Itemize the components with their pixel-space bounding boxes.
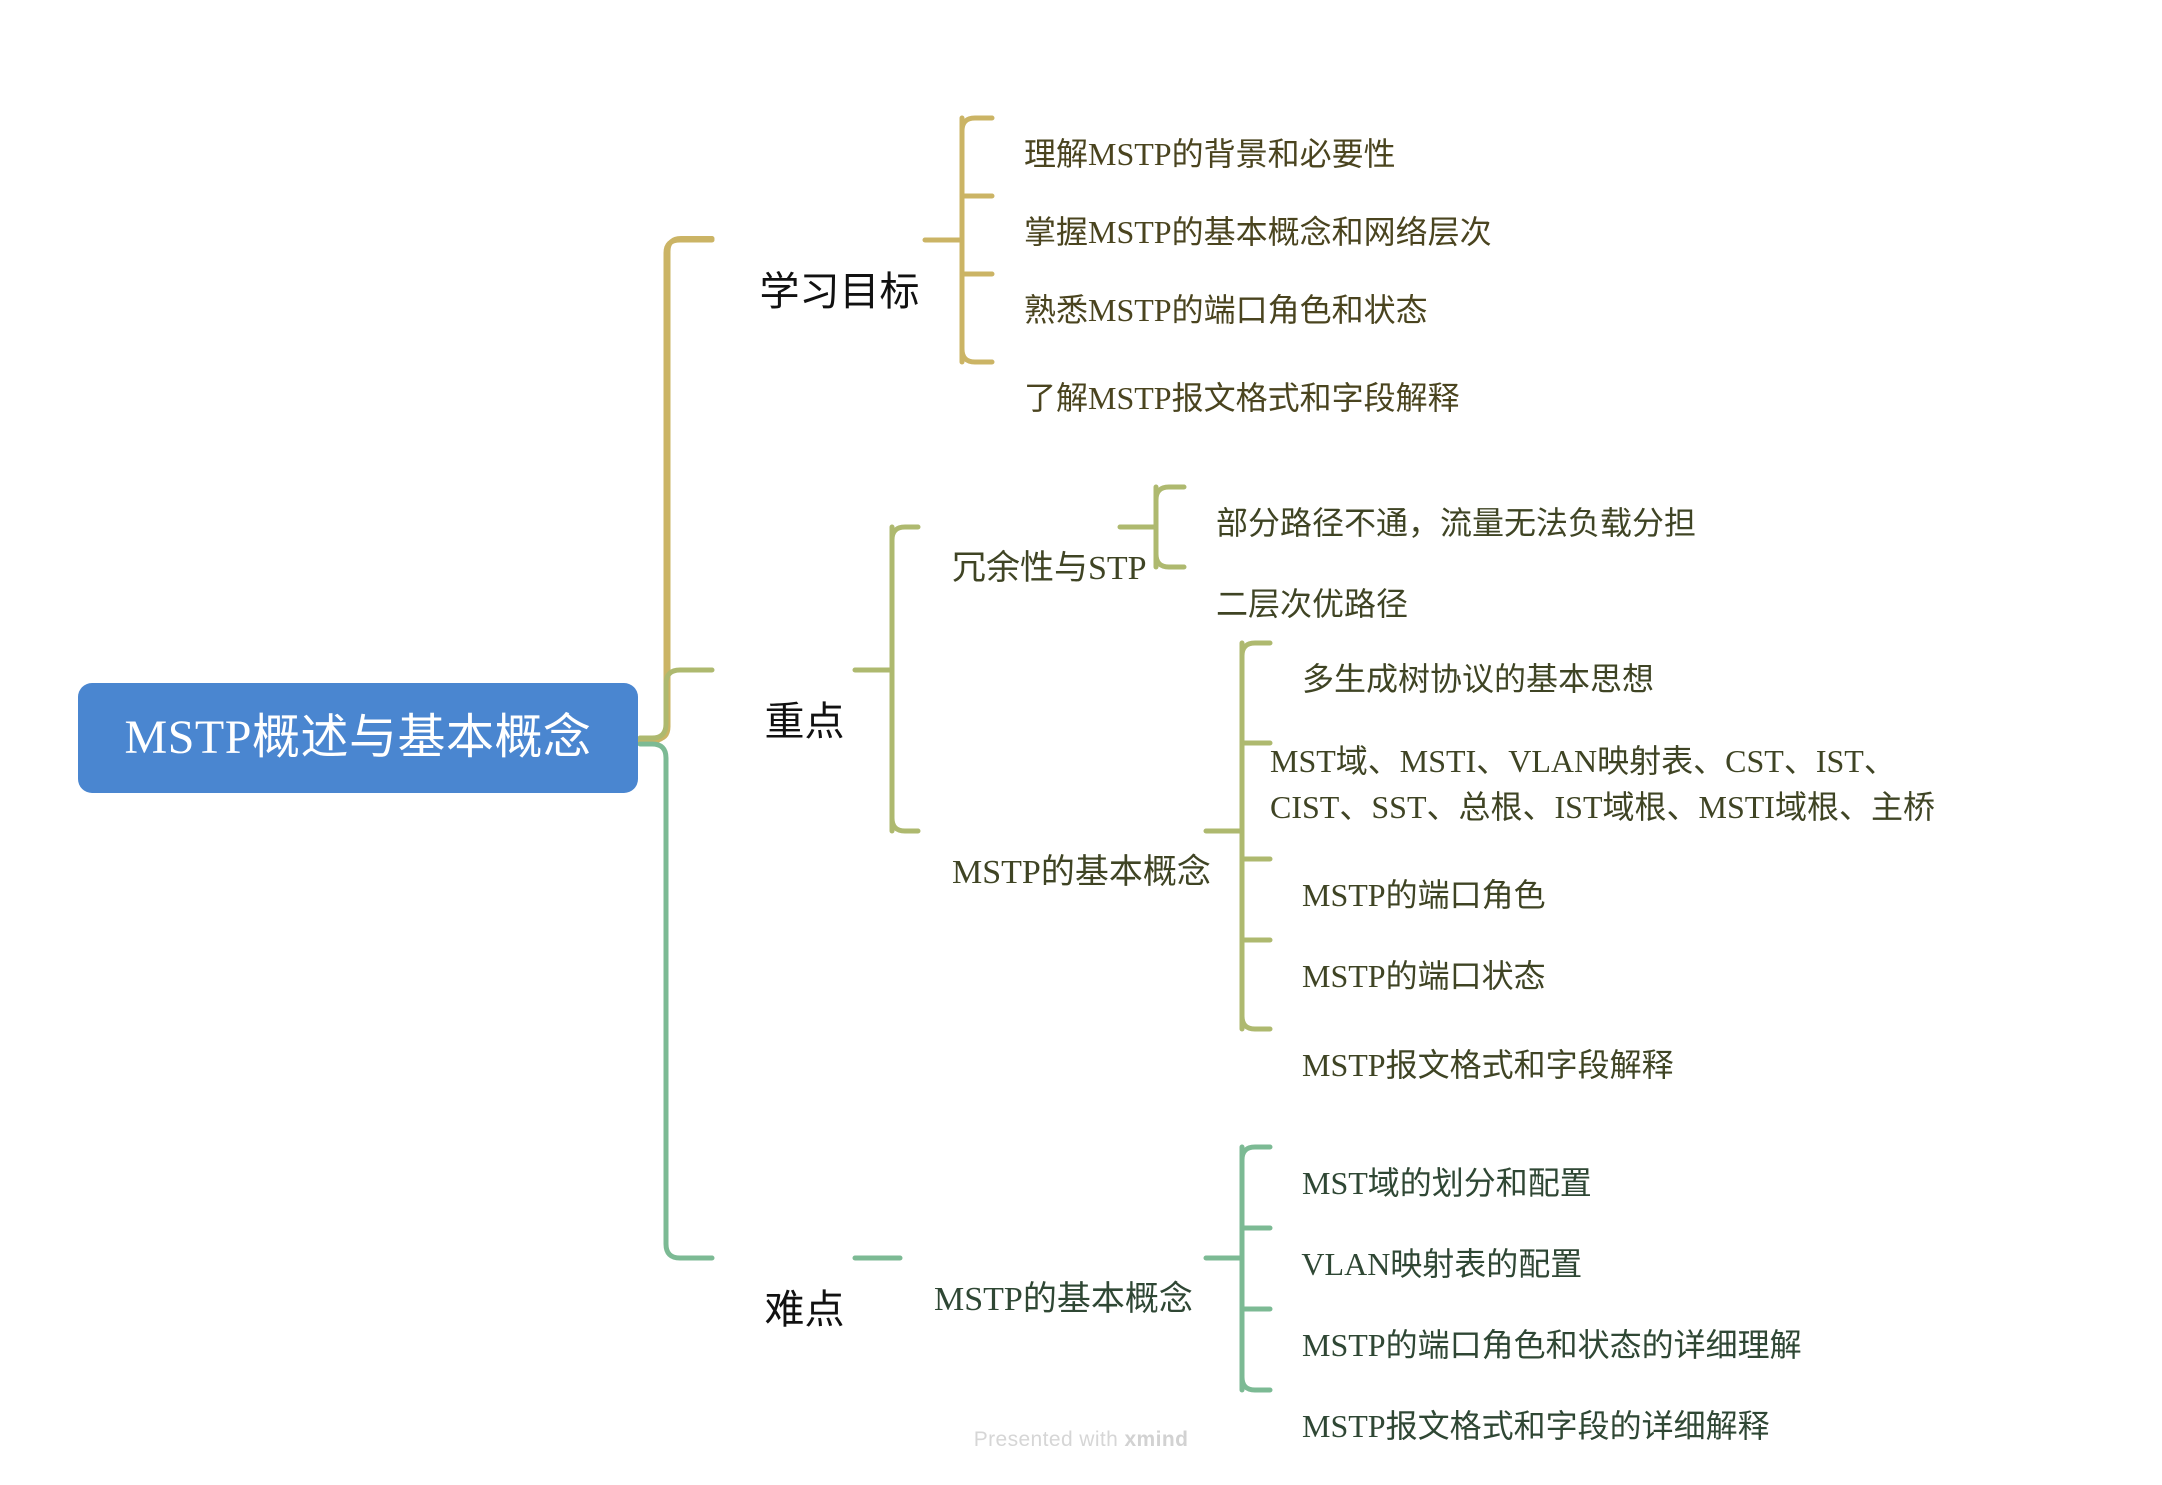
branch-label: 学习目标 bbox=[759, 269, 920, 315]
leaf-label: 熟悉MSTP的端口角色和状态 bbox=[1024, 291, 1428, 328]
topic-label: MSTP的基本概念 bbox=[934, 1280, 1193, 1318]
topic-redundancy-stp[interactable]: 冗余性与STP bbox=[918, 503, 1147, 634]
leaf-label: VLAN映射表的配置 bbox=[1301, 1245, 1583, 1282]
leaf-key-concept-1[interactable]: 多生成树协议的基本思想 bbox=[1270, 618, 1654, 741]
leaf-label: MSTP报文格式和字段的详细解释 bbox=[1302, 1407, 1770, 1444]
leaf-label: 了解MSTP报文格式和字段解释 bbox=[1024, 379, 1460, 416]
leaf-redundancy-2[interactable]: 二层次优路径 bbox=[1184, 543, 1408, 666]
leaf-difficulty-4[interactable]: MSTP报文格式和字段的详细解释 bbox=[1270, 1365, 1770, 1485]
root-label: MSTP概述与基本概念 bbox=[124, 711, 592, 765]
leaf-key-concept-3[interactable]: MSTP的端口角色 bbox=[1270, 834, 1546, 957]
leaf-key-concept-5[interactable]: MSTP报文格式和字段解释 bbox=[1270, 1004, 1674, 1127]
branch-title-key-points[interactable]: 重点 bbox=[712, 645, 857, 799]
leaf-label: MSTP的端口状态 bbox=[1302, 957, 1546, 994]
branch-title-difficulties[interactable]: 难点 bbox=[712, 1233, 857, 1387]
leaf-objective-4[interactable]: 了解MSTP报文格式和字段解释 bbox=[992, 337, 1460, 460]
branch-title-learning-objectives[interactable]: 学习目标 bbox=[712, 215, 927, 369]
leaf-label: 二层次优路径 bbox=[1216, 585, 1409, 622]
leaf-label: MSTP的端口角色 bbox=[1302, 876, 1546, 913]
root-node[interactable]: MSTP概述与基本概念 bbox=[78, 683, 638, 793]
leaf-key-concept-4[interactable]: MSTP的端口状态 bbox=[1270, 915, 1546, 1038]
leaf-difficulty-2[interactable]: VLAN映射表的配置 bbox=[1270, 1203, 1582, 1326]
leaf-label: 掌握MSTP的基本概念和网络层次 bbox=[1024, 213, 1492, 250]
watermark: Presented with xmind bbox=[0, 1428, 2162, 1452]
topic-mstp-basic-concepts-hard[interactable]: MSTP的基本概念 bbox=[900, 1234, 1193, 1365]
leaf-label: MSTP的端口角色和状态的详细理解 bbox=[1302, 1326, 1802, 1363]
leaf-difficulty-3[interactable]: MSTP的端口角色和状态的详细理解 bbox=[1270, 1284, 1802, 1407]
leaf-key-concept-2[interactable]: MST域、MSTI、VLAN映射表、CST、IST、 CIST、SST、总根、I… bbox=[1270, 694, 1935, 830]
leaf-label: 理解MSTP的背景和必要性 bbox=[1024, 135, 1396, 172]
leaf-objective-2[interactable]: 掌握MSTP的基本概念和网络层次 bbox=[992, 171, 1492, 294]
leaf-difficulty-1[interactable]: MST域的划分和配置 bbox=[1270, 1122, 1592, 1245]
leaf-objective-1[interactable]: 理解MSTP的背景和必要性 bbox=[992, 93, 1396, 216]
leaf-label: MST域、MSTI、VLAN映射表、CST、IST、 CIST、SST、总根、I… bbox=[1270, 743, 1935, 825]
watermark-brand: xmind bbox=[1124, 1428, 1189, 1451]
watermark-prefix: Presented with bbox=[973, 1428, 1125, 1451]
topic-label: 冗余性与STP bbox=[952, 549, 1147, 587]
leaf-label: MST域的划分和配置 bbox=[1302, 1164, 1592, 1201]
branch-label: 重点 bbox=[764, 699, 845, 745]
leaf-label: 部分路径不通，流量无法负载分担 bbox=[1216, 504, 1697, 541]
branch-label: 难点 bbox=[764, 1287, 845, 1333]
topic-mstp-basic-concepts-key[interactable]: MSTP的基本概念 bbox=[918, 807, 1211, 938]
leaf-label: 多生成树协议的基本思想 bbox=[1302, 660, 1655, 697]
topic-label: MSTP的基本概念 bbox=[952, 853, 1211, 891]
leaf-label: MSTP报文格式和字段解释 bbox=[1302, 1046, 1674, 1083]
leaf-redundancy-1[interactable]: 部分路径不通，流量无法负载分担 bbox=[1184, 462, 1696, 585]
leaf-objective-3[interactable]: 熟悉MSTP的端口角色和状态 bbox=[992, 249, 1428, 372]
